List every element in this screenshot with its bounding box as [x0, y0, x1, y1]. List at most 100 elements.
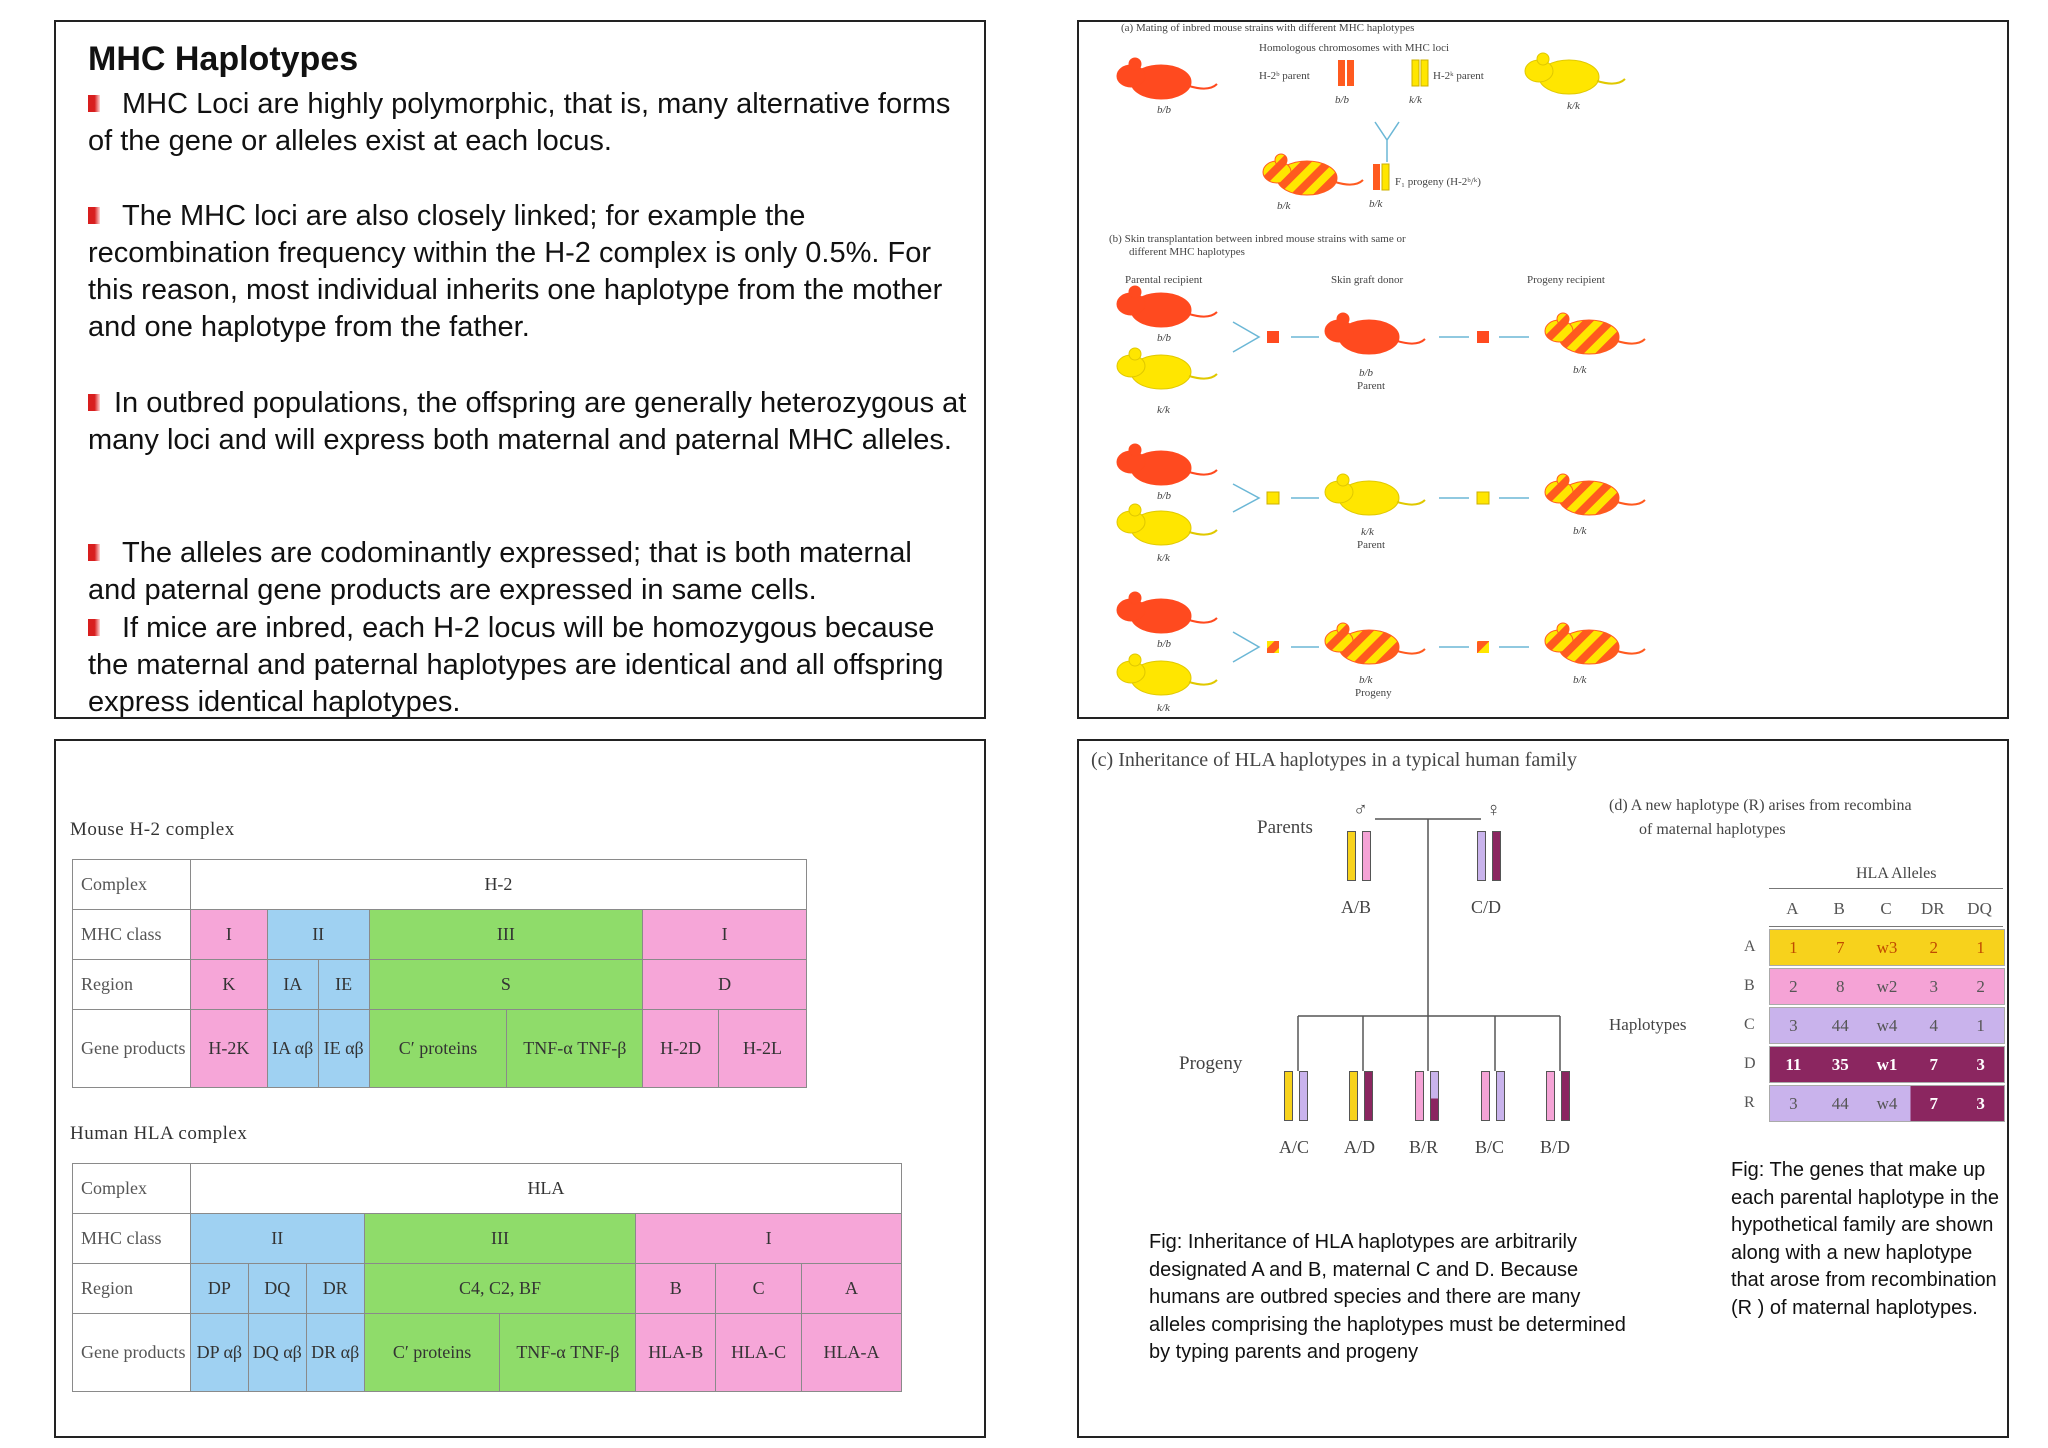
bullet-icon — [88, 207, 100, 224]
region-cell: S — [368, 959, 644, 1010]
chromosome-d-icon — [1561, 1071, 1570, 1121]
chromosome-c-icon — [1496, 1071, 1505, 1121]
class-cell: III — [363, 1213, 637, 1264]
part-c-title: (c) Inheritance of HLA haplotypes in a t… — [1091, 749, 1577, 771]
chromosome-b-icon — [1338, 60, 1345, 86]
mother-genotype: C/D — [1471, 897, 1502, 917]
chromosome-k-icon — [1411, 59, 1420, 87]
row-label-gene-products: Gene products — [72, 1009, 191, 1088]
product-cell: DQ αβ — [247, 1313, 307, 1392]
parental-recipient-label: Parental recipient — [1125, 274, 1203, 286]
genotype-label: b/b — [1157, 638, 1172, 650]
product-cell: DR αβ — [305, 1313, 365, 1392]
progeny-genotype: A/D — [1344, 1137, 1375, 1157]
skin-graft-donor-label: Skin graft donor — [1331, 274, 1404, 286]
haplotypes-label: Haplotypes — [1609, 1015, 1687, 1034]
hla-inheritance-panel: (c) Inheritance of HLA haplotypes in a t… — [1077, 739, 2009, 1438]
complex-cell: H-2 — [189, 859, 808, 910]
text-slide-panel: MHC Haplotypes MHC Loci are highly polym… — [54, 20, 986, 719]
product-cell: H-2D — [642, 1009, 720, 1088]
slide-title: MHC Haplotypes — [88, 40, 359, 78]
chromosome-b-icon — [1415, 1071, 1424, 1121]
chromosome-b-icon — [1546, 1071, 1555, 1121]
hla-alleles-header: HLA Alleles — [1856, 865, 1937, 882]
bullet-icon — [88, 619, 100, 636]
product-cell: HLA-B — [635, 1313, 717, 1392]
class-cell: I — [635, 1213, 902, 1264]
region-cell: D — [642, 959, 807, 1010]
genotype-label: k/k — [1361, 526, 1374, 538]
region-cell: DR — [305, 1263, 365, 1314]
pedigree-lines — [1297, 818, 1561, 1071]
haplotype-row-label: A — [1744, 938, 1756, 955]
haplotype-row-label: R — [1744, 1094, 1755, 1111]
homologous-label: Homologous chromosomes with MHC loci — [1259, 42, 1450, 54]
class-cell: II — [266, 909, 370, 960]
genotype-label: k/k — [1409, 94, 1422, 106]
product-cell: HLA-A — [801, 1313, 902, 1392]
part-d-title: (d) A new haplotype (R) arises from reco… — [1609, 797, 1912, 814]
chromosome-b-icon — [1362, 831, 1371, 881]
product-cell: TNF-α TNF-β — [506, 1009, 644, 1088]
chromosome-b-icon — [1347, 60, 1354, 86]
row-label-region: Region — [72, 959, 191, 1010]
human-hla-caption: Human HLA complex — [70, 1123, 248, 1144]
progeny-recipient-label: Progeny recipient — [1527, 274, 1605, 286]
part-b-title: (b) Skin transplantation between inbred … — [1109, 233, 1406, 245]
genotype-label: b/k — [1369, 198, 1383, 210]
chromosome-b-icon — [1373, 164, 1380, 190]
chromosome-d-icon — [1492, 831, 1501, 881]
female-symbol-icon: ♀ — [1486, 799, 1501, 821]
chromosome-k-icon — [1420, 59, 1429, 87]
mhc-complex-tables-panel: Mouse H-2 complex Complex H-2 MHC class … — [54, 739, 986, 1438]
chromosome-a-icon — [1349, 1071, 1358, 1121]
row-label-gene-products: Gene products — [72, 1313, 191, 1392]
parent-label: Parent — [1357, 539, 1386, 551]
bullet-icon — [88, 394, 100, 411]
figure-caption-right: Fig: The genes that make up each parenta… — [1731, 1159, 1999, 1319]
product-cell: H-2K — [189, 1009, 268, 1088]
product-cell: HLA-C — [715, 1313, 803, 1392]
progeny-label: Progeny — [1179, 1053, 1243, 1074]
complex-cell: HLA — [189, 1163, 903, 1214]
f1-progeny-label: F₁ progeny (H-2ᵇ/ᵏ) — [1395, 176, 1481, 188]
region-cell: C4, C2, BF — [363, 1263, 637, 1314]
h2b-parent-label: H-2ᵇ parent — [1259, 70, 1310, 82]
chromosome-c-icon — [1299, 1071, 1308, 1121]
product-cell: IE αβ — [317, 1009, 370, 1088]
product-cell: C′ proteins — [368, 1009, 508, 1088]
region-cell: B — [635, 1263, 717, 1314]
mouse-h2-caption: Mouse H-2 complex — [70, 819, 235, 840]
product-cell: C′ proteins — [363, 1313, 501, 1392]
product-cell: DP αβ — [189, 1313, 249, 1392]
chromosome-k-icon — [1381, 163, 1390, 191]
product-cell: H-2L — [718, 1009, 807, 1088]
mouse-kk-icon — [1524, 52, 1626, 95]
bullet-icon — [88, 95, 100, 112]
mouse-figure-drawing — [1116, 52, 1646, 696]
genotype-label: b/b — [1157, 332, 1172, 344]
mouse-mating-figure-panel: (a) Mating of inbred mouse strains with … — [1077, 20, 2009, 719]
figure-caption-left: Fig: Inheritance of HLA haplotypes are a… — [1149, 1231, 1626, 1363]
region-cell: A — [801, 1263, 902, 1314]
parents-label: Parents — [1257, 817, 1313, 838]
row-label-complex: Complex — [72, 1163, 191, 1214]
genotype-label: b/b — [1157, 104, 1172, 116]
region-cell: K — [189, 959, 268, 1010]
chromosome-r-icon — [1430, 1071, 1439, 1121]
male-symbol-icon: ♂ — [1353, 799, 1368, 821]
progeny-genotype: A/C — [1279, 1137, 1310, 1157]
class-cell: I — [642, 909, 807, 960]
class-cell: III — [368, 909, 644, 960]
bullet-paragraph-2: The MHC loci are also closely linked; fo… — [88, 200, 943, 343]
mouse-bb-icon — [1116, 57, 1218, 100]
part-b-title: different MHC haplotypes — [1129, 246, 1245, 258]
class-cell: II — [189, 1213, 365, 1264]
product-cell: IA αβ — [266, 1009, 319, 1088]
